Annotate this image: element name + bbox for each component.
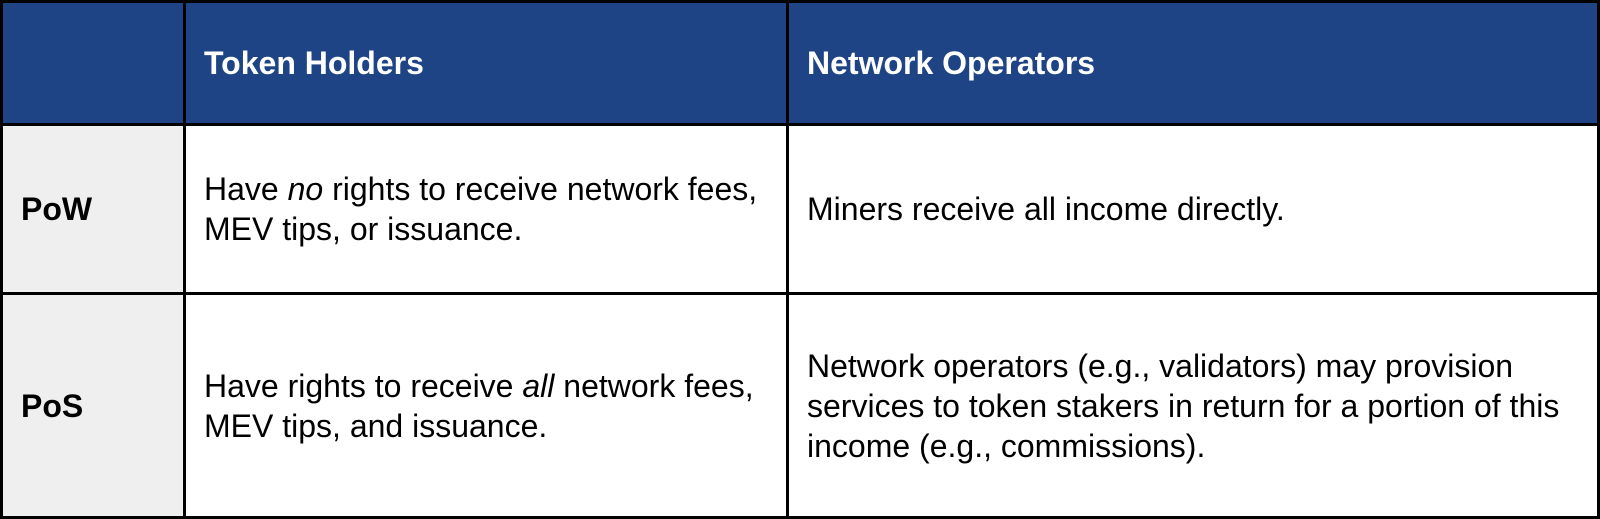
cell-pow-network-operators: Miners receive all income directly. <box>789 126 1597 292</box>
pos-token-holders-before: Have rights to receive <box>204 367 523 404</box>
row-label-pos-text: PoS <box>21 387 84 424</box>
header-corner-cell <box>3 3 183 123</box>
header-token-holders-label: Token Holders <box>204 45 424 81</box>
pow-token-holders-after: rights to receive network fees, MEV tips… <box>204 171 758 247</box>
header-network-operators: Network Operators <box>789 3 1597 123</box>
pow-token-holders-before: Have <box>204 171 288 207</box>
cell-pos-network-operators-text: Network operators (e.g., validators) may… <box>807 347 1560 464</box>
row-label-pow: PoW <box>3 126 183 292</box>
header-token-holders: Token Holders <box>186 3 786 123</box>
cell-pow-token-holders-text: Have no rights to receive network fees, … <box>204 169 768 249</box>
cell-pow-network-operators-text: Miners receive all income directly. <box>807 191 1285 227</box>
cell-pow-token-holders: Have no rights to receive network fees, … <box>186 126 786 292</box>
row-label-pos: PoS <box>3 295 183 516</box>
pow-token-holders-emphasis: no <box>287 171 324 207</box>
cell-pos-token-holders-text: Have rights to receive all network fees,… <box>204 366 768 446</box>
row-label-pow-text: PoW <box>21 191 93 227</box>
header-network-operators-label: Network Operators <box>807 45 1096 81</box>
pos-token-holders-emphasis: all <box>522 367 555 404</box>
pos-token-holders-after: network fees, MEV tips, and issuance. <box>204 367 754 444</box>
cell-pos-token-holders: Have rights to receive all network fees,… <box>186 295 786 516</box>
cell-pos-network-operators: Network operators (e.g., validators) may… <box>789 295 1597 516</box>
